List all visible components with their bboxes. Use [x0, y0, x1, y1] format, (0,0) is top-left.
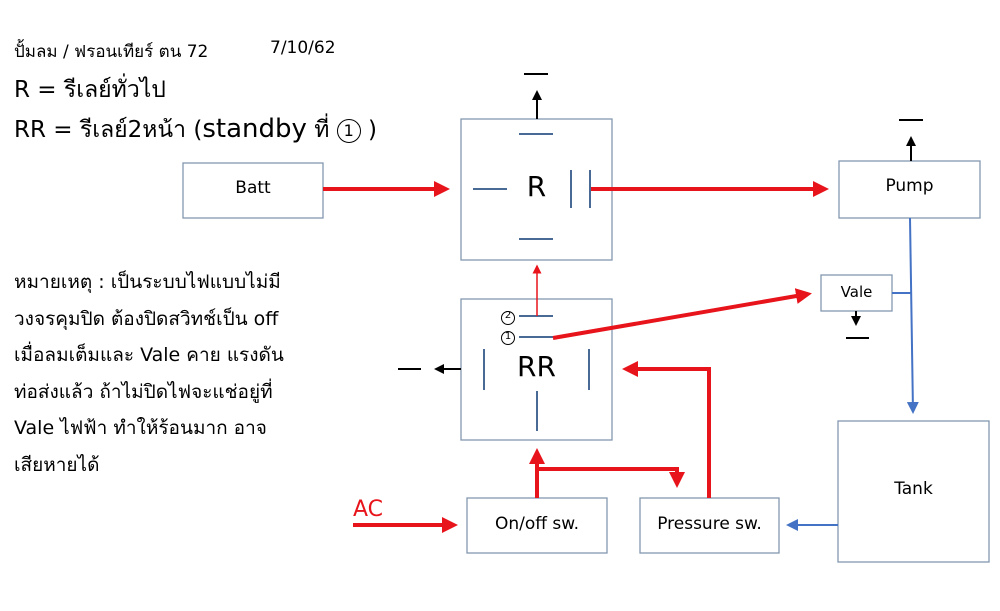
pump-label: Pump [885, 176, 934, 196]
ac-source-label: AC [353, 497, 384, 522]
batt-block [182, 162, 324, 219]
onoff-to-pressure-wire [537, 467, 685, 488]
pump-to-tank-pipe [906, 217, 919, 414]
rr-to-vale-wire [552, 288, 812, 340]
legend-rr-standby: standby [202, 114, 307, 144]
relay-rr-label: RR [517, 350, 556, 383]
relay-r-label: R [526, 170, 547, 203]
note-line: เมื่อลมเต็มและ Vale คาย แรงดัน [14, 344, 284, 366]
rr-terminal-1-label: 1 [504, 331, 512, 342]
relay-rr-contacts [483, 315, 590, 431]
pump-block [838, 160, 981, 219]
note-line: เสียหายได้ [14, 453, 100, 476]
relay-r-contacts [473, 133, 591, 240]
vale-label: Vale [840, 283, 873, 301]
legend-rr-prefix: RR = รีเลย์2หน้า ( [14, 117, 203, 143]
pressure-to-rr-wire [622, 361, 711, 498]
pressure-switch-label: Pressure sw. [657, 514, 762, 534]
rr-terminal-2-label: 2 [504, 310, 512, 321]
note-block: หมายเหตุ : เป็นระบบไฟแบบไม่มี วงจรคุมปิด… [14, 264, 284, 483]
note-line: Vale ไฟฟ้า ทำให้ร้อนมาก อาจ [14, 417, 267, 439]
tank-block [837, 420, 990, 563]
onoff-switch-label: On/off sw. [494, 514, 579, 534]
legend-rr-close: ) [368, 117, 377, 143]
rr-terminal-1 [501, 331, 515, 345]
terminal-1-badge: 1 [336, 118, 361, 143]
legend-r: R = รีเลย์ทั่วไป [14, 77, 166, 103]
tank-label: Tank [894, 479, 933, 499]
note-line: หมายเหตุ : เป็นระบบไฟแบบไม่มี [14, 271, 281, 293]
legend-rr-at: ที่ [314, 117, 330, 143]
diagram-date: 7/10/62 [270, 38, 336, 58]
note-line: ท่อส่งแล้ว ถ้าไม่ปิดไฟจะแช่อยู่ที่ [14, 380, 273, 403]
diagram-title: ปั้มลม / ฟรอนเทียร์ ตน 72 [14, 42, 209, 62]
note-line: วงจรคุมปิด ต้องปิดสวิทช์เป็น off [14, 307, 279, 330]
rr-terminal-2 [501, 311, 515, 325]
batt-label: Batt [235, 178, 271, 198]
onoff-switch-block [466, 497, 608, 554]
legend-rr: RR = รีเลย์2หน้า (standby ที่ 1 ) [14, 112, 377, 148]
